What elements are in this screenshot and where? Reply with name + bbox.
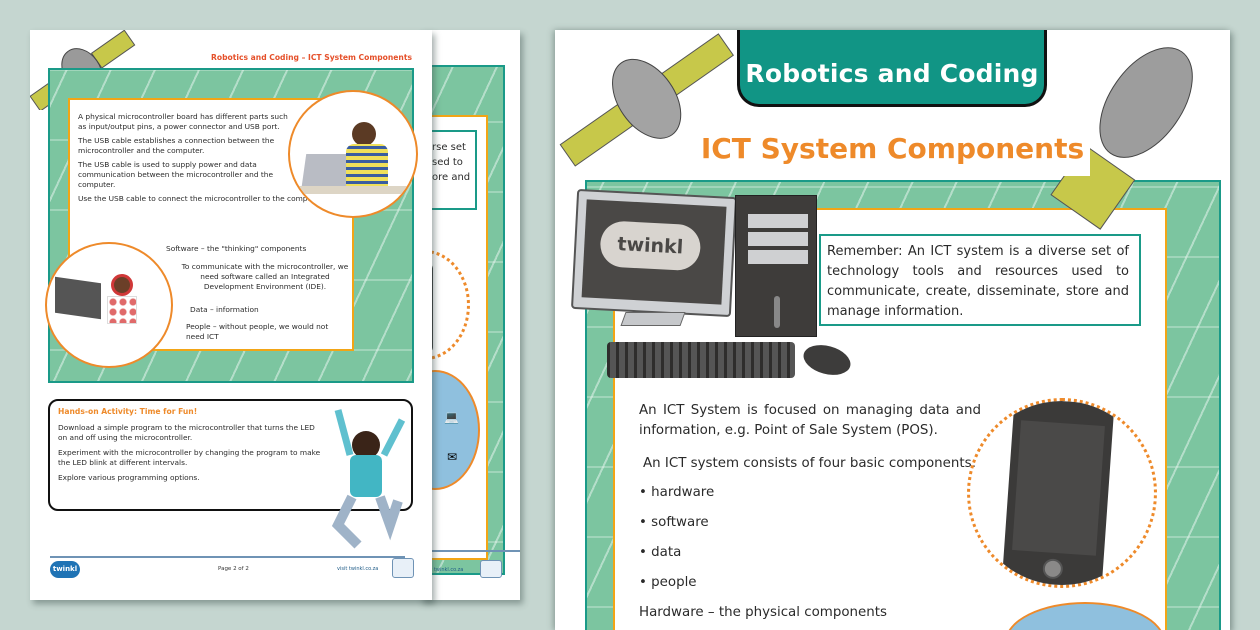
footer-url[interactable]: visit twinkl.co.za [422, 567, 464, 573]
twinkl-badge-icon [480, 560, 502, 578]
middle-page-preview: rse set sed to ore and 💻 ✉ visit twinkl.… [420, 30, 520, 600]
keyboard-illustration [607, 342, 795, 378]
smartphone-icon [1001, 401, 1115, 585]
twinkl-logo-on-screen: twinkl [599, 220, 702, 272]
phone-screen [1012, 420, 1105, 556]
data-text: Data – information [190, 305, 259, 314]
page-header-title: Robotics and Coding – ICT System Compone… [211, 53, 412, 62]
banner-title: Robotics and Coding [737, 30, 1047, 107]
monitor-illustration: twinkl [570, 188, 738, 318]
person-head [352, 122, 376, 146]
activity-title: Hands-on Activity: Time for Fun! [58, 407, 198, 416]
page-number: Page 2 of 2 [218, 566, 249, 572]
drive-bay [748, 232, 808, 246]
monitor-stand [620, 312, 686, 326]
footer-divider [50, 556, 405, 558]
component-people: • people [639, 575, 697, 590]
footer-url[interactable]: visit twinkl.co.za [337, 566, 379, 572]
component-hardware: • hardware [639, 485, 715, 500]
left-page: Robotics and Coding – ICT System Compone… [30, 30, 432, 600]
monitor-icon [55, 276, 101, 320]
remember-box: Remember: An ICT system is a diverse set… [819, 234, 1141, 326]
person-body [346, 144, 388, 188]
smartphone-image-circle [967, 398, 1157, 588]
components-intro: An ICT system consists of four basic com… [643, 456, 977, 471]
component-software: • software [639, 515, 709, 530]
software-text: To communicate with the microcontroller,… [181, 262, 349, 291]
fragment-text: sed to [432, 157, 463, 168]
activity-list: Download a simple program to the microco… [58, 423, 321, 482]
people-text: People – without people, we would not ne… [186, 322, 329, 341]
microcontroller-text: A physical microcontroller board has dif… [78, 112, 325, 203]
twinkl-badge-icon [392, 558, 414, 578]
component-data: • data [639, 545, 682, 560]
footer-divider [420, 550, 520, 552]
person-head [111, 274, 133, 296]
desk [290, 186, 416, 194]
jumping-person-illustration [331, 409, 406, 549]
intro-text: An ICT System is focused on managing dat… [639, 403, 981, 438]
student-laptop-image [288, 90, 418, 218]
page-title: ICT System Components [695, 128, 1090, 176]
twinkl-logo[interactable]: twinkl [50, 561, 80, 578]
satellite-illustration-left [559, 33, 735, 167]
fragment-text: rse set [432, 142, 466, 153]
home-button [1042, 558, 1064, 580]
drive-bay [748, 250, 808, 264]
power-button [774, 296, 780, 328]
hardware-heading: Hardware – the physical components [639, 605, 887, 620]
satellite-illustration-right [1050, 47, 1193, 230]
student-desktop-image [45, 242, 173, 368]
remember-text: Remember: An ICT system is a diverse set… [827, 244, 1129, 319]
right-page: Robotics and Coding ICT System Component… [555, 30, 1230, 630]
person-body [107, 296, 137, 324]
monitor-screen: twinkl [581, 199, 727, 305]
components-list: • hardware • software • data • people [639, 483, 714, 603]
tower-pc-illustration [735, 195, 817, 337]
laptop-icon: 💻 [444, 410, 459, 424]
mail-icon: ✉ [447, 450, 458, 464]
drive-bay [748, 214, 808, 228]
software-heading: Software – the "thinking" components [166, 244, 307, 253]
fragment-text: ore and [432, 172, 471, 183]
